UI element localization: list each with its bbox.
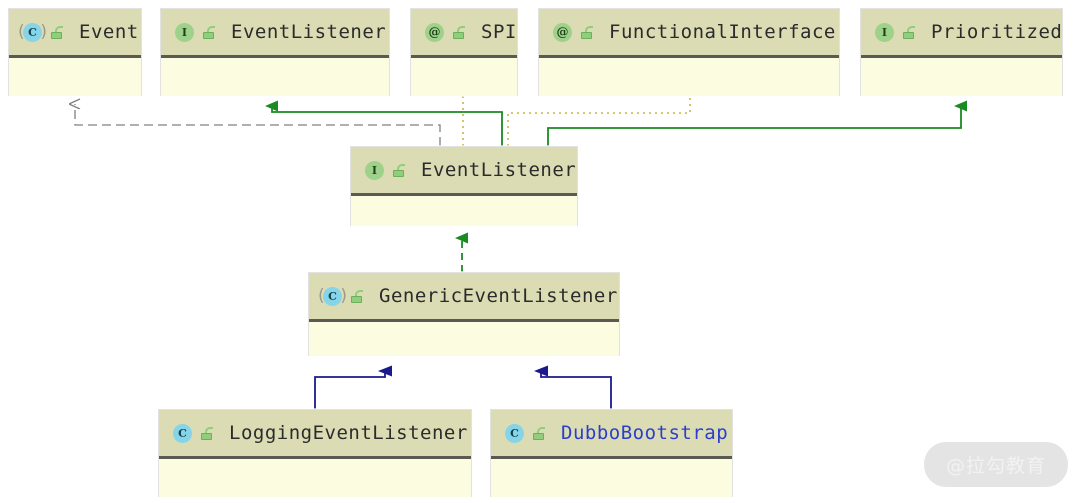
watermark: @拉勾教育: [923, 442, 1068, 487]
uml-class-name: SPI: [481, 21, 517, 43]
uml-class-name: FunctionalInterface: [609, 21, 836, 43]
stereotype-icon-group: C: [23, 22, 63, 42]
edge-extends-to-prioritized: [547, 100, 967, 146]
uml-interface-event-listener-top[interactable]: I EventListener: [160, 8, 390, 96]
uml-class-header: I EventListener: [161, 9, 389, 58]
stereotype-icon-group: @: [553, 22, 593, 42]
uml-members-compartment: [861, 58, 1062, 96]
uml-class-name: Event: [79, 21, 139, 43]
uml-interface-prioritized[interactable]: I Prioritized: [860, 8, 1063, 96]
uml-class-header: @ FunctionalInterface: [539, 9, 839, 58]
stereotype-icon-group: I: [875, 22, 915, 42]
uml-class-header: C DubboBootstrap: [491, 410, 732, 459]
edge-extends-to-event-listener: [265, 100, 503, 146]
uml-class-header: C GenericEventListener: [309, 273, 619, 322]
public-lock-icon: [903, 25, 915, 39]
uml-class-dubbo-bootstrap[interactable]: C DubboBootstrap: [490, 409, 733, 497]
public-lock-icon: [581, 25, 593, 39]
interface-icon: I: [175, 22, 194, 42]
uml-class-name: DubboBootstrap: [561, 422, 729, 444]
stereotype-icon-group: C: [323, 286, 363, 306]
public-lock-icon: [393, 163, 405, 177]
edge-annotation-to-functional-interface: [507, 96, 691, 146]
stereotype-icon-group: C: [173, 423, 213, 443]
uml-members-compartment: [411, 58, 517, 96]
stereotype-icon-group: @: [425, 22, 465, 42]
edge-extends-logging-to-generic: [314, 365, 392, 409]
uml-annotation-functional-interface[interactable]: @ FunctionalInterface: [538, 8, 840, 96]
uml-class-header: C Event: [9, 9, 141, 58]
uml-class-generic-event-listener[interactable]: C GenericEventListener: [308, 272, 620, 356]
class-icon: C: [323, 286, 342, 306]
uml-class-name: LoggingEventListener: [229, 422, 468, 444]
uml-class-header: I Prioritized: [861, 9, 1062, 58]
interface-icon: I: [875, 22, 894, 42]
class-icon: C: [505, 423, 524, 443]
annotation-icon: @: [425, 22, 444, 42]
stereotype-icon-group: I: [365, 160, 405, 180]
class-icon: C: [23, 22, 42, 42]
public-lock-icon: [51, 25, 63, 39]
abstract-class-icon: C: [323, 286, 342, 306]
uml-class-name: EventListener: [231, 21, 387, 43]
uml-members-compartment: [491, 459, 732, 497]
uml-class-event[interactable]: C Event: [8, 8, 142, 96]
public-lock-icon: [201, 426, 213, 440]
edge-extends-dubbo-to-generic: [534, 365, 612, 409]
uml-class-logging-event-listener[interactable]: C LoggingEventListener: [158, 409, 472, 497]
public-lock-icon: [351, 289, 363, 303]
stereotype-icon-group: I: [175, 22, 215, 42]
edge-dependency-to-event: [75, 104, 441, 146]
annotation-icon: @: [553, 22, 572, 42]
uml-class-name: GenericEventListener: [379, 285, 618, 307]
abstract-class-icon: C: [23, 22, 42, 42]
uml-class-header: @ SPI: [411, 9, 517, 58]
uml-class-header: C LoggingEventListener: [159, 410, 471, 459]
uml-interface-event-listener-mid[interactable]: I EventListener: [350, 146, 578, 226]
uml-annotation-spi[interactable]: @ SPI: [410, 8, 518, 96]
stereotype-icon-group: C: [505, 423, 545, 443]
interface-icon: I: [365, 160, 384, 180]
uml-members-compartment: [309, 322, 619, 356]
class-icon: C: [173, 423, 192, 443]
uml-class-header: I EventListener: [351, 147, 577, 196]
uml-members-compartment: [351, 196, 577, 226]
public-lock-icon: [533, 426, 545, 440]
uml-members-compartment: [161, 58, 389, 96]
uml-class-name: Prioritized: [931, 21, 1063, 43]
uml-class-name: EventListener: [421, 159, 577, 181]
public-lock-icon: [453, 25, 465, 39]
uml-members-compartment: [159, 459, 471, 497]
uml-members-compartment: [539, 58, 839, 96]
uml-members-compartment: [9, 58, 141, 96]
public-lock-icon: [203, 25, 215, 39]
